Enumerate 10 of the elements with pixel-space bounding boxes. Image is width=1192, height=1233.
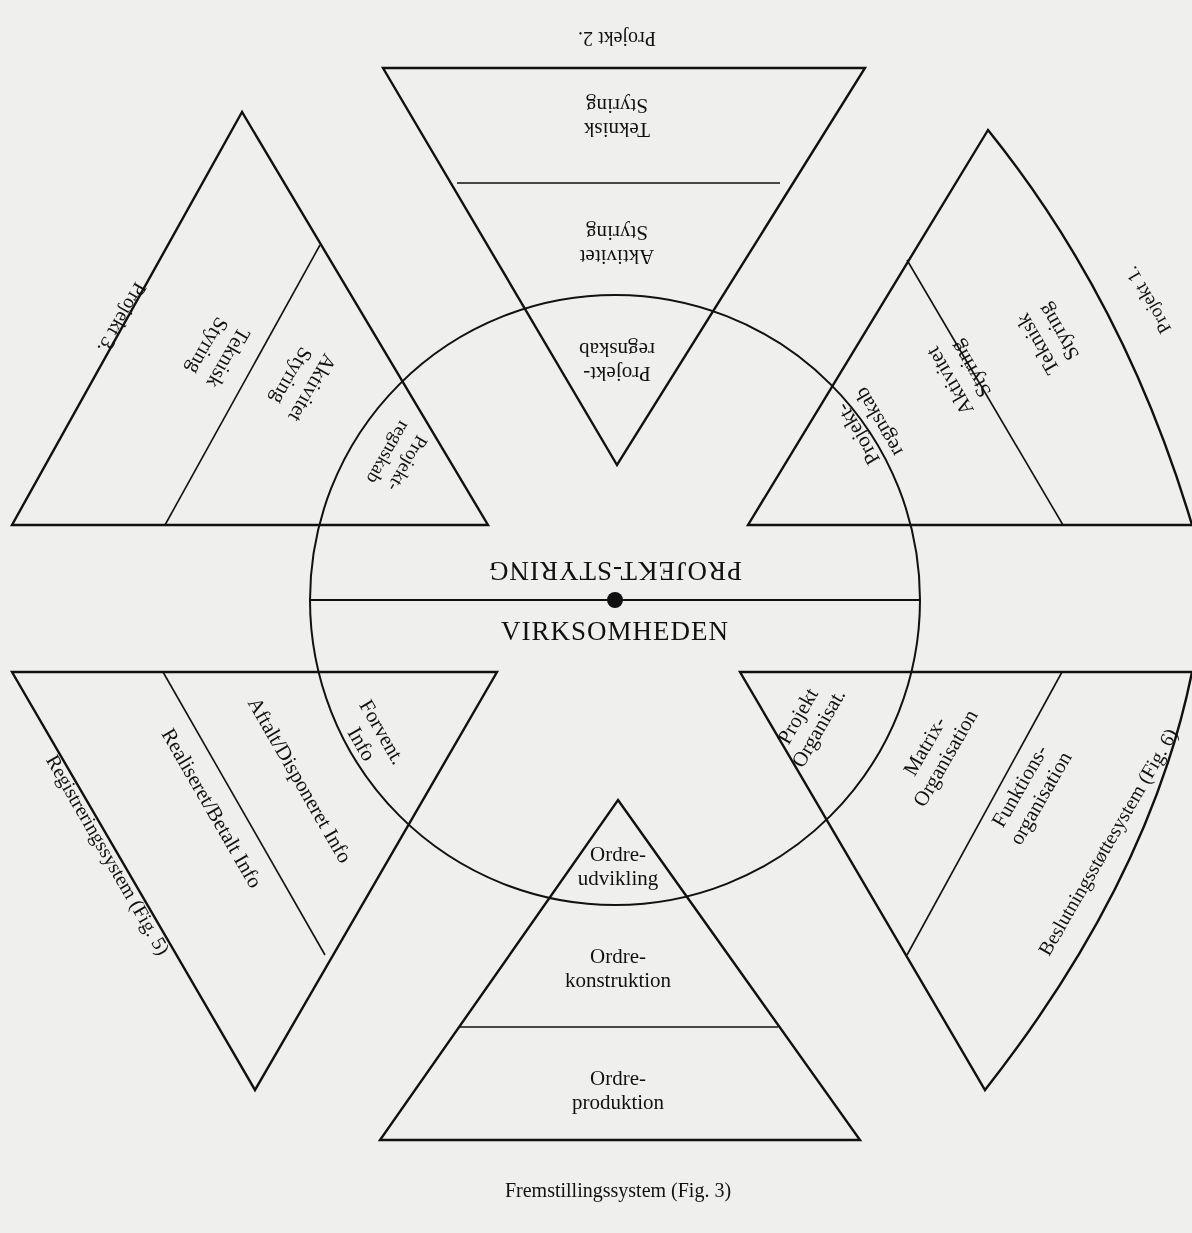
section-label: Aktivitet Styring bbox=[578, 220, 656, 270]
section-label: Ordre-produktion bbox=[570, 1065, 666, 1115]
section-label: Projekt-regnskab bbox=[578, 337, 656, 387]
system-caption: Projekt 2. bbox=[577, 26, 657, 50]
circle-label: PROJEKT-STYRING bbox=[487, 554, 744, 586]
section-label: Ordre-konstruktion bbox=[563, 943, 673, 993]
section-label: Ordre-udvikling bbox=[576, 841, 660, 891]
section-label: Teknisk Styring bbox=[582, 93, 652, 143]
system-caption: Fremstillingssystem (Fig. 3) bbox=[503, 1178, 733, 1202]
circle-label: VIRKSOMHEDEN bbox=[500, 616, 730, 648]
